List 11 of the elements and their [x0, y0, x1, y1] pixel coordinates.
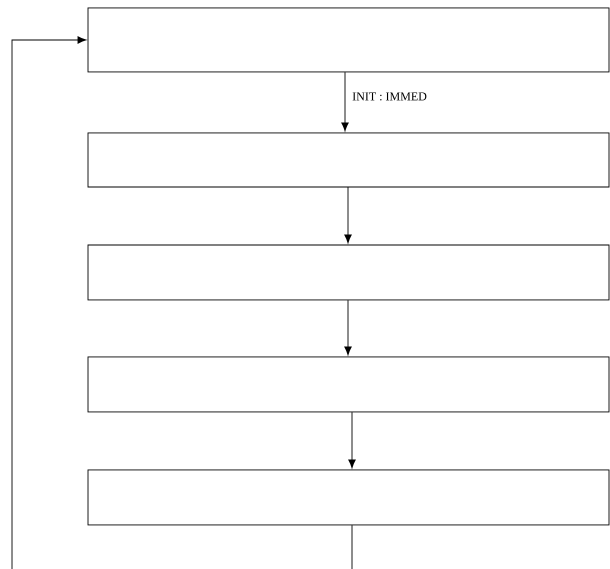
process-box: [88, 470, 610, 526]
process-box: [88, 8, 610, 72]
arrow: [344, 187, 352, 244]
process-box: [88, 132, 610, 188]
arrow: [344, 300, 352, 356]
edge-label: INIT : IMMED: [351, 91, 428, 102]
arrow: [341, 72, 349, 132]
arrow: [348, 412, 356, 468]
arrow: [12, 36, 86, 569]
process-box: [88, 244, 610, 300]
process-box: [88, 356, 610, 412]
